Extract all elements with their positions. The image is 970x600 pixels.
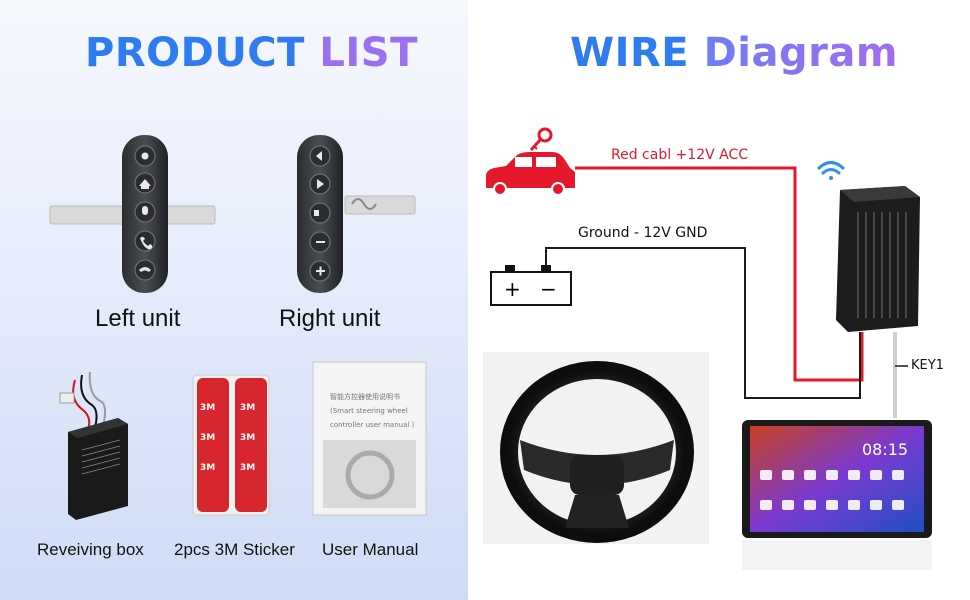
red-wire-label: Red cabl +12V ACC — [611, 147, 749, 163]
svg-text:3M: 3M — [200, 403, 215, 413]
steering-wheel-image — [483, 352, 709, 544]
key-icon — [529, 127, 553, 152]
svg-text:3M: 3M — [240, 463, 255, 473]
head-unit-clock: 08:15 — [862, 440, 909, 459]
receiver-module — [836, 186, 920, 332]
svg-text:3M: 3M — [200, 433, 215, 443]
user-manual-label: User Manual — [322, 540, 419, 559]
svg-text:3M: 3M — [200, 463, 215, 473]
product-list-title: PRODUCT LIST — [85, 30, 418, 76]
right-unit-image — [297, 135, 416, 293]
car-icon — [486, 152, 575, 196]
manual-text-line2: (Smart steering wheel — [330, 407, 408, 415]
sticker-label: 2pcs 3M Sticker — [174, 540, 295, 559]
svg-text:3M: 3M — [240, 433, 255, 443]
left-unit-image — [49, 135, 216, 293]
svg-text:3M: 3M — [240, 403, 255, 413]
right-unit-label: Right unit — [279, 305, 381, 332]
product-list-title-word2: LIST — [319, 30, 418, 76]
wifi-icon — [817, 161, 845, 180]
wire-diagram-title: WIRE Diagram — [570, 30, 898, 76]
battery-icon — [490, 265, 572, 306]
left-unit-label: Left unit — [95, 305, 181, 332]
sticker-image: 3M 3M 3M 3M 3M 3M — [192, 374, 270, 516]
ground-wire-label: Ground - 12V GND — [578, 225, 708, 241]
manual-text-line1: 智能方控器使用说明书 — [330, 393, 400, 401]
manual-text-line3: controller user manual ) — [330, 421, 415, 429]
battery-minus: − — [540, 277, 557, 301]
receiving-box-label: Reveiving box — [37, 540, 144, 559]
head-unit-image — [742, 420, 932, 570]
key1-label: KEY1 — [911, 358, 944, 373]
battery-plus: + — [504, 277, 521, 301]
wire-diagram-title-word1: WIRE — [570, 30, 690, 76]
user-manual-image — [312, 361, 427, 516]
receiving-box-image — [59, 371, 128, 520]
wire-diagram-title-word2: Diagram — [703, 30, 899, 76]
product-list-title-word1: PRODUCT — [85, 30, 305, 76]
manual-text: 智能方控器使用说明书 (Smart steering wheel control… — [330, 390, 414, 432]
